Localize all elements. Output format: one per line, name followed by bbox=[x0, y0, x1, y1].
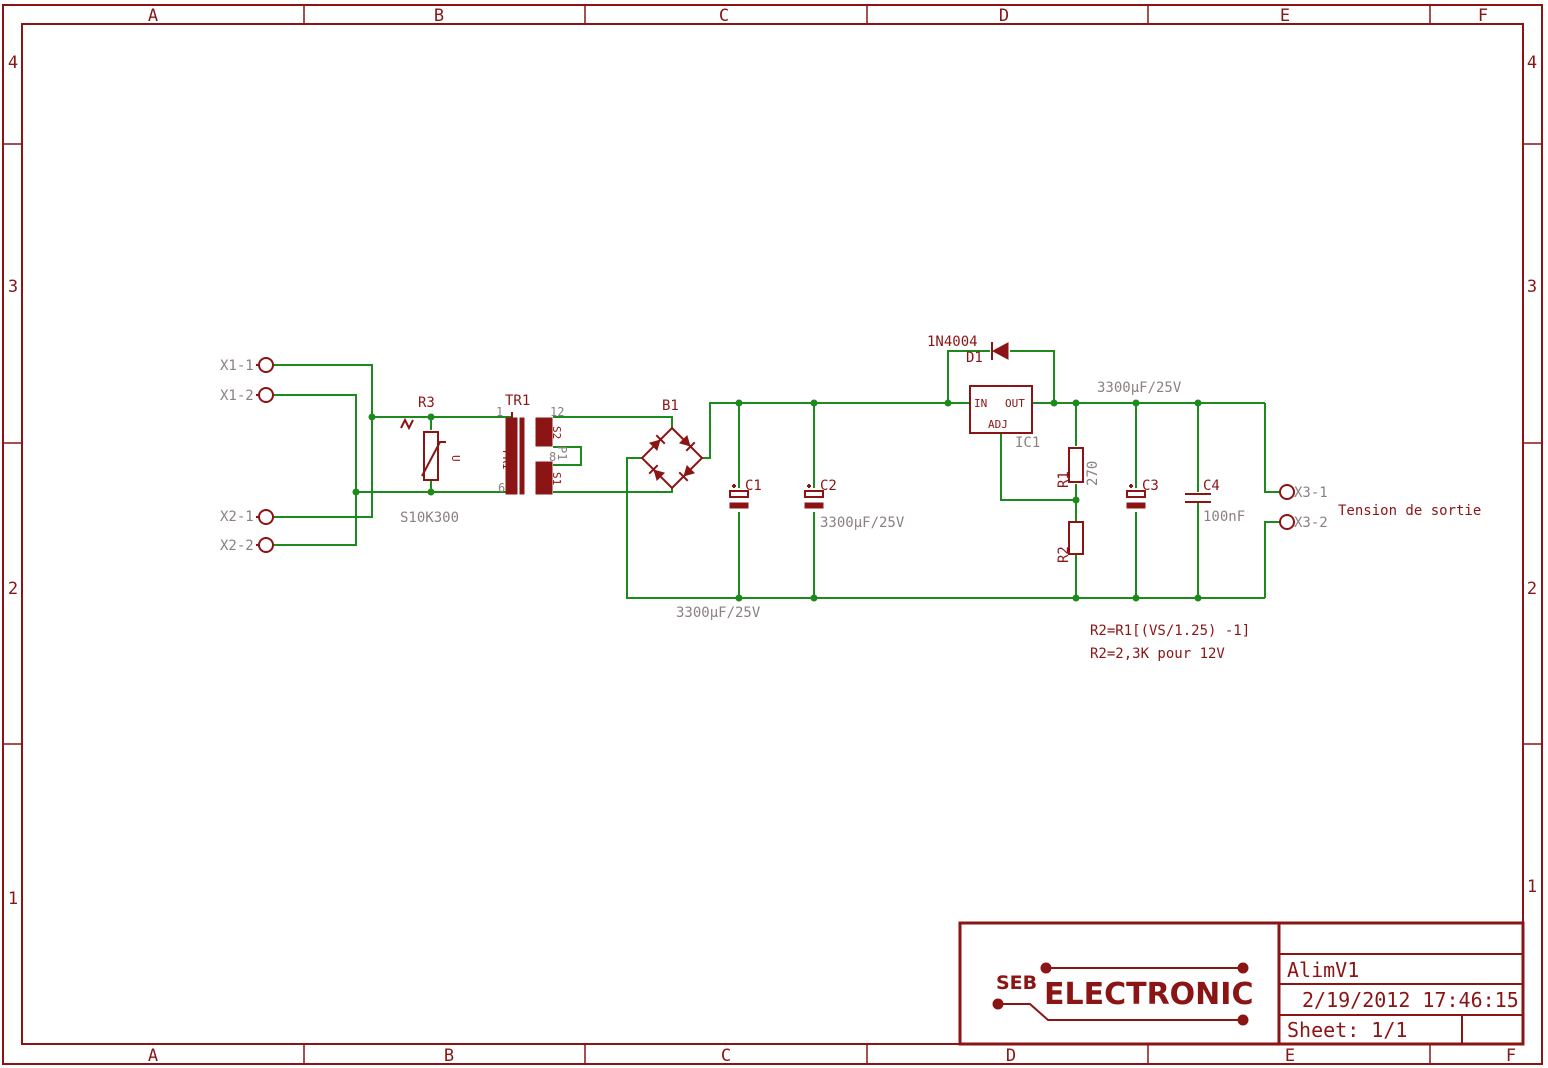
project-name: AlimV1 bbox=[1287, 958, 1359, 982]
column-label-b-bottom: B bbox=[444, 1046, 454, 1066]
column-label-c-bottom: C bbox=[721, 1046, 731, 1066]
title-block bbox=[958, 921, 1525, 1046]
resistor-r1: R1 270 bbox=[1056, 447, 1101, 488]
output-voltage-note: Tension de sortie bbox=[1338, 503, 1481, 519]
tr1-p1-label: P1 bbox=[555, 446, 569, 460]
r3-value: S10K300 bbox=[400, 510, 459, 526]
capacitor-c4: C4 100nF bbox=[1185, 478, 1245, 525]
bridge-rectifier-b1: B1 bbox=[640, 398, 704, 490]
column-label-a-bottom: A bbox=[148, 1046, 158, 1066]
wires bbox=[274, 350, 1280, 599]
formula-note: R2=R1[(VS/1.25) -1] bbox=[1090, 623, 1250, 639]
row-label-3-right: 3 bbox=[1527, 277, 1537, 297]
row-label-2-right: 2 bbox=[1527, 579, 1537, 599]
seb-electronic-logo: SEB ELECTRONIC bbox=[992, 962, 1253, 1026]
junction-dots bbox=[352, 399, 1202, 602]
c2-ref: C2 bbox=[820, 478, 837, 494]
c1-ref: C1 bbox=[745, 478, 762, 494]
connector-label: X3-1 bbox=[1294, 485, 1328, 501]
c2-value: 3300µF/25V bbox=[820, 515, 905, 531]
logo-electronic-text: ELECTRONIC bbox=[1044, 977, 1253, 1012]
tr1-ref: TR1 bbox=[505, 393, 530, 409]
r3-ref: R3 bbox=[418, 395, 435, 411]
d1-value: 1N4004 bbox=[927, 334, 978, 350]
row-label-4: 4 bbox=[8, 53, 18, 73]
example-note: R2=2,3K pour 12V bbox=[1090, 646, 1225, 662]
tr1-pin-12: 12 bbox=[550, 405, 564, 419]
capacitor-c3: C3 3300µF/25V bbox=[1097, 380, 1182, 509]
row-label-4-right: 4 bbox=[1527, 53, 1537, 73]
ic1-pin-out: OUT bbox=[1005, 397, 1025, 410]
capacitor-c1: C1 3300µF/25V bbox=[676, 478, 762, 621]
tr1-pri-label: PRI bbox=[500, 450, 513, 470]
c3-value: 3300µF/25V bbox=[1097, 380, 1182, 396]
tr1-s2-label: S2 bbox=[550, 426, 563, 439]
capacitor-c2: C2 3300µF/25V bbox=[804, 478, 905, 531]
sheet-number: Sheet: 1/1 bbox=[1287, 1018, 1407, 1042]
connector-x2-2: X2-2 bbox=[220, 537, 274, 554]
connector-x2-1: X2-1 bbox=[220, 509, 274, 525]
r1-value: 270 bbox=[1085, 461, 1101, 486]
tr1-pin-6: 6 bbox=[498, 481, 505, 495]
regulator-ic1: IN OUT ADJ IC1 bbox=[969, 385, 1040, 451]
connector-label: X1-1 bbox=[220, 358, 254, 374]
connector-label: X1-2 bbox=[220, 388, 254, 404]
tr1-pin-1: 1 bbox=[496, 405, 503, 419]
connector-label: X2-1 bbox=[220, 509, 254, 525]
ic1-pin-adj: ADJ bbox=[988, 418, 1008, 431]
column-label-d: D bbox=[999, 6, 1009, 26]
ic1-ref: IC1 bbox=[1015, 435, 1040, 451]
r2-ref: R2 bbox=[1056, 546, 1072, 563]
resistor-r2: R2 bbox=[1056, 521, 1084, 563]
tr1-s1-label: S1 bbox=[550, 472, 563, 485]
transformer-tr1: TR1 1 6 12 8 PRI S2 S1 P1 bbox=[496, 393, 569, 495]
column-label-f: F bbox=[1478, 6, 1488, 26]
varistor-r3: R3 U S10K300 bbox=[400, 395, 462, 526]
column-label-b: B bbox=[434, 6, 444, 26]
diode-d1: 1N4004 D1 bbox=[927, 334, 1009, 366]
row-label-2: 2 bbox=[8, 579, 18, 599]
sheet-date: 2/19/2012 17:46:15 bbox=[1302, 988, 1519, 1012]
connector-x1-1: X1-1 bbox=[220, 357, 274, 374]
b1-ref: B1 bbox=[662, 398, 679, 414]
connector-x1-2: X1-2 bbox=[220, 387, 274, 404]
column-label-d-bottom: D bbox=[1006, 1046, 1016, 1066]
logo-seb-text: SEB bbox=[996, 972, 1037, 994]
row-label-1: 1 bbox=[8, 889, 18, 909]
ic1-pin-in: IN bbox=[974, 397, 987, 410]
column-label-e-bottom: E bbox=[1285, 1046, 1295, 1066]
c4-ref: C4 bbox=[1203, 478, 1220, 494]
connector-label: X3-2 bbox=[1294, 515, 1328, 531]
connector-x3-1: X3-1 bbox=[1279, 484, 1328, 501]
row-label-1-right: 1 bbox=[1527, 877, 1537, 897]
tr1-pin-8: 8 bbox=[549, 450, 556, 464]
c1-value: 3300µF/25V bbox=[676, 605, 761, 621]
r3-mark: U bbox=[449, 455, 462, 462]
connector-x3-2: X3-2 bbox=[1279, 514, 1328, 531]
d1-ref: D1 bbox=[966, 350, 983, 366]
drawing-frame bbox=[2, 4, 1543, 1065]
c3-ref: C3 bbox=[1142, 478, 1159, 494]
connector-label: X2-2 bbox=[220, 538, 254, 554]
row-label-3: 3 bbox=[8, 277, 18, 297]
c4-value: 100nF bbox=[1203, 509, 1245, 525]
column-label-a: A bbox=[148, 6, 158, 26]
r1-ref: R1 bbox=[1056, 471, 1072, 488]
column-label-e: E bbox=[1280, 6, 1290, 26]
column-label-f-bottom: F bbox=[1506, 1046, 1516, 1066]
column-label-c: C bbox=[719, 6, 729, 26]
